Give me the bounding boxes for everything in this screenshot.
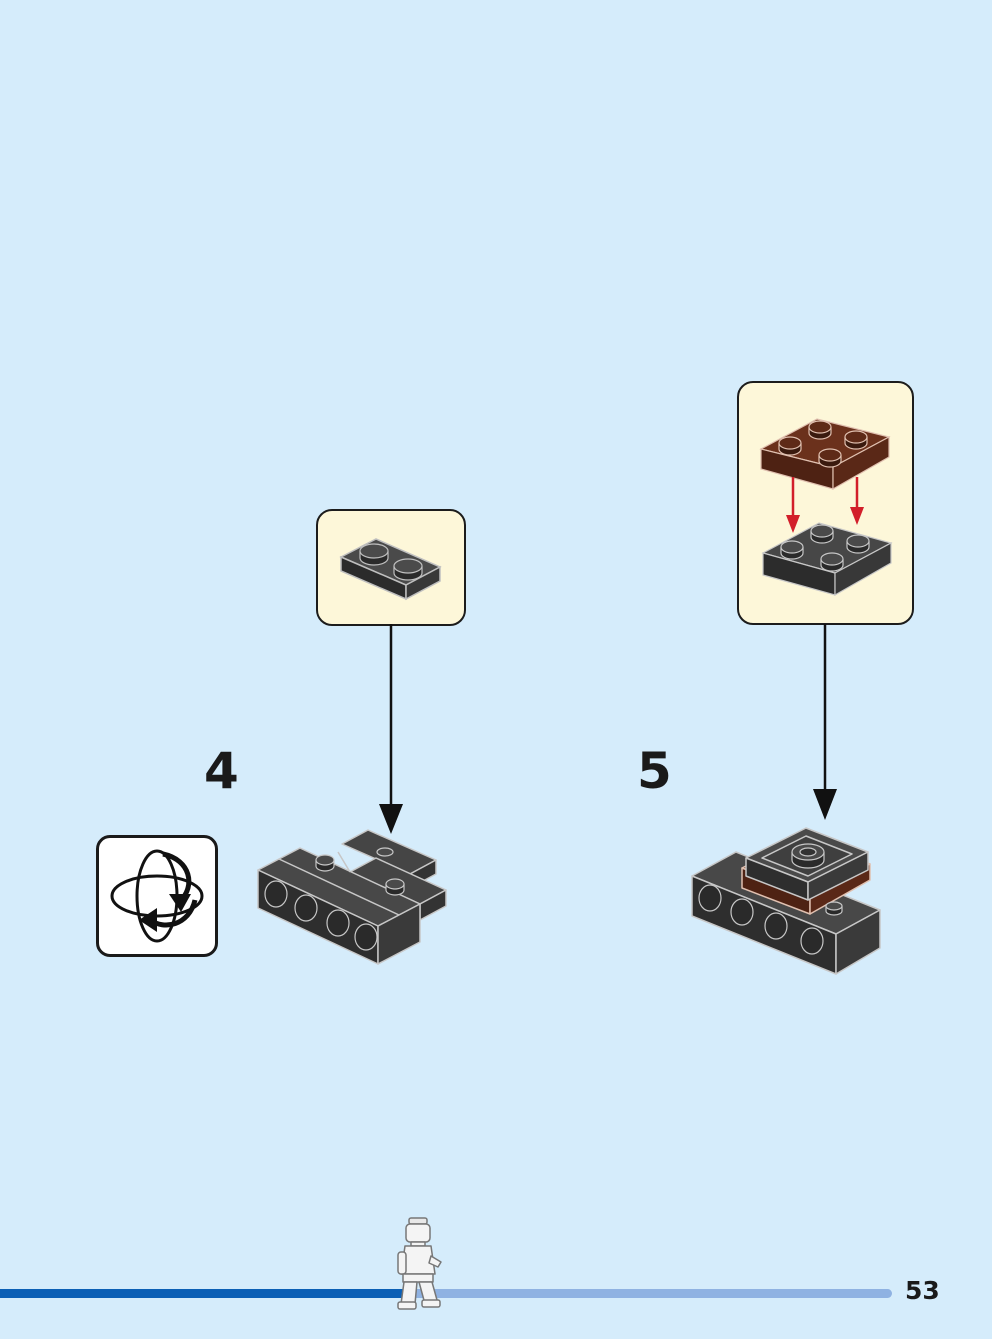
down-arrow-icon: [813, 624, 837, 820]
model-assembly-step-4: [257, 829, 447, 965]
step-number-4: 4: [204, 742, 239, 800]
rotate-model-icon: [110, 849, 204, 943]
page-number: 53: [905, 1276, 940, 1305]
build-progress-bar: [0, 1289, 892, 1298]
step-number-5: 5: [637, 742, 672, 800]
rotate-model-indicator: [96, 835, 218, 957]
plate-stack-icon: [759, 418, 893, 597]
build-progress-fill: [0, 1289, 410, 1298]
down-arrow-icon: [379, 624, 403, 834]
minifigure-progress-icon: [397, 1217, 442, 1310]
model-assembly-step-5: [691, 827, 881, 975]
parts-callout-step-5: [737, 381, 914, 625]
placement-arrow-icon: [786, 477, 864, 533]
parts-callout-step-4: [316, 509, 466, 626]
dark-gray-plate-1x2-icon: [339, 538, 442, 601]
